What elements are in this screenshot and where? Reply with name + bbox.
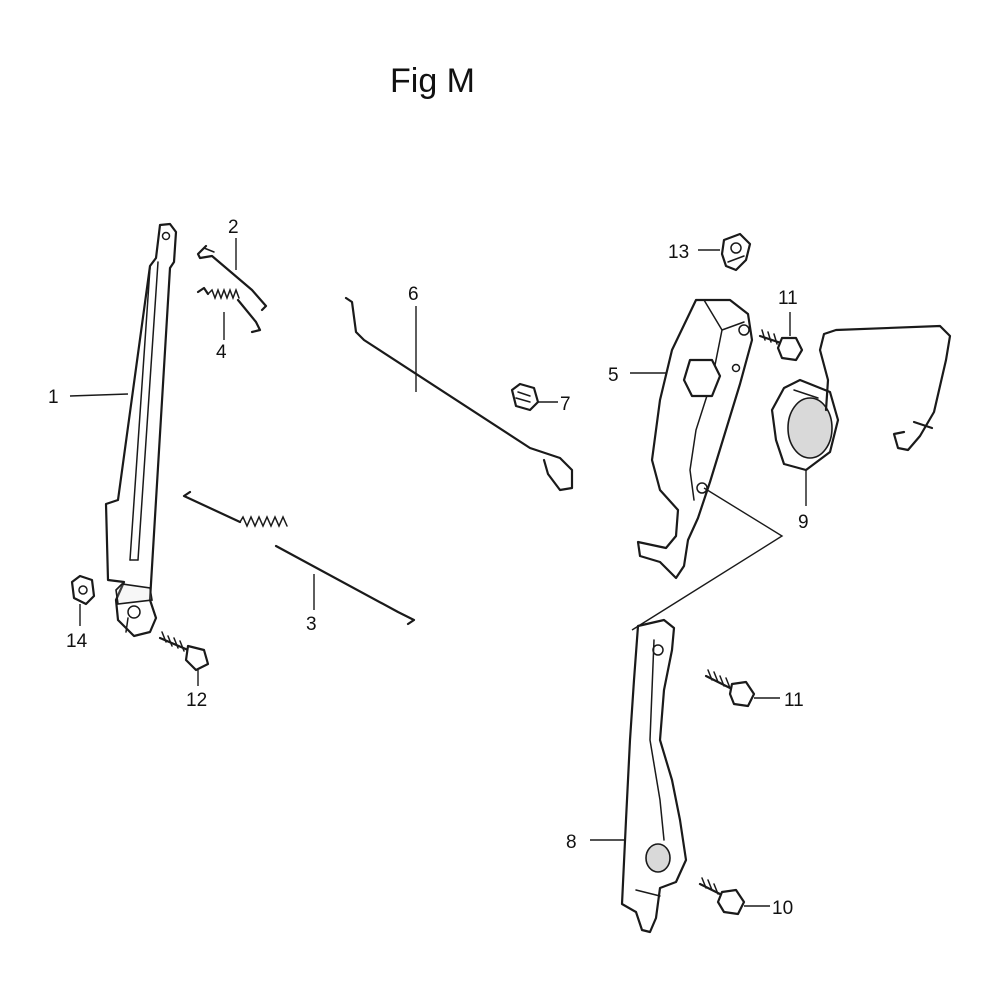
part-11-bolt-upper: [758, 329, 804, 362]
callout-12: 12: [186, 690, 207, 711]
callout-5: 5: [608, 365, 619, 386]
part-12-bolt: [158, 631, 210, 672]
part-13-clip: [720, 232, 752, 272]
callout-7: 7: [560, 394, 571, 415]
part-10-bolt: [698, 877, 746, 916]
part-14-nut: [70, 574, 96, 606]
part-6-bent-rod: [344, 296, 574, 492]
callout-3: 3: [306, 614, 317, 635]
callout-4: 4: [216, 342, 227, 363]
part-5-bracket: [636, 298, 754, 580]
callout-9: 9: [798, 512, 809, 533]
callout-8: 8: [566, 832, 577, 853]
part-8-lever-plate: [620, 618, 688, 934]
callout-2: 2: [228, 217, 239, 238]
leader-1: [69, 393, 129, 397]
part-9-switch-cable: [770, 324, 952, 472]
part-11-bolt-lower: [704, 669, 756, 708]
callout-13: 13: [668, 242, 689, 263]
figure-title: Fig M: [390, 62, 475, 100]
part-4-spring: [196, 286, 262, 334]
callout-11-upper: 11: [778, 288, 798, 309]
part-3-rod-with-spring: [182, 490, 416, 626]
callout-1: 1: [48, 387, 59, 408]
part-2-wire-hook: [196, 244, 268, 312]
callout-11-lower: 11: [784, 690, 804, 711]
assembly-guide-lines: [631, 487, 784, 631]
part-7-nut: [510, 382, 540, 412]
callout-6: 6: [408, 284, 419, 305]
part-1-lever-bracket: [104, 222, 178, 638]
callout-14: 14: [66, 631, 88, 652]
callout-10: 10: [772, 898, 793, 919]
